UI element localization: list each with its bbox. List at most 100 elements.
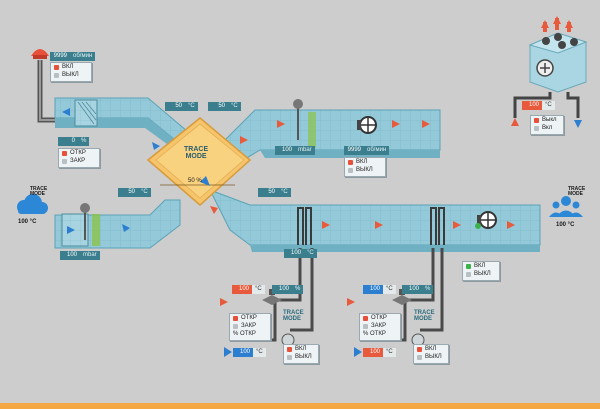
exhaust-fan-panel: ВКЛ ВЫКЛ	[50, 62, 92, 82]
damper-position-readout: 0 %	[58, 137, 90, 146]
exhaust-fan-on-button[interactable]: ВКЛ	[51, 63, 91, 71]
heater-supply-temp: 100 °C	[232, 285, 265, 294]
exhaust-speed-readout: 9999 об/мин	[50, 52, 96, 61]
status-indicator	[348, 167, 353, 173]
chiller-temp-unit: °C	[542, 101, 555, 110]
heater-coil	[297, 207, 312, 245]
cooler-pump-off-button[interactable]: ВЫКЛ	[414, 353, 448, 361]
exhaust-cap	[31, 49, 49, 56]
chiller-off-button[interactable]: Выкл	[531, 116, 563, 124]
exhaust-fan-off-button[interactable]: ВЫКЛ	[51, 71, 91, 79]
temp-value: 100	[290, 250, 301, 256]
logo-line1: TRACE	[283, 310, 304, 316]
heater-valve-open-button[interactable]: ОТКР	[230, 314, 270, 322]
status-indicator	[466, 271, 471, 277]
valve-value: 100	[278, 286, 289, 292]
heater-pump-panel: ВКЛ ВЫКЛ	[283, 344, 319, 364]
supply-fan-panel: ВКЛ ВЫКЛ	[462, 261, 500, 281]
cooler-pump-on-button[interactable]: ВКЛ	[414, 345, 448, 353]
chiller-unit	[528, 32, 588, 93]
outdoor-temperature: 100 °C	[18, 219, 37, 225]
recirc-fan-on-button[interactable]: ВКЛ	[345, 158, 385, 166]
efficiency-value: 50	[188, 178, 195, 184]
left-pressure-unit: mbar	[80, 251, 100, 260]
percent-open-label: % ОТКР	[233, 331, 256, 337]
logo-line2: MODE	[414, 316, 432, 322]
valve-unit: %	[422, 285, 434, 294]
cooler-valve-close-button[interactable]: ЗАКР	[360, 322, 400, 330]
logo-line1: TRACE	[414, 310, 435, 316]
percent-open-label: % ОТКР	[363, 331, 386, 337]
heater-valve-percent-row: % ОТКР	[230, 330, 270, 338]
damper-open-button[interactable]: ОТКР	[59, 149, 99, 157]
temp-value: 100	[232, 285, 252, 294]
chiller-temp-value: 100	[522, 101, 542, 110]
pressure-sensor-top	[293, 99, 303, 140]
off-label: Выкл	[542, 117, 557, 123]
top-pressure-value: 100	[281, 147, 292, 153]
off-label: ВЫКЛ	[425, 354, 442, 360]
on-label: ВКЛ	[474, 263, 486, 269]
chiller-on-button[interactable]: Вкл	[531, 124, 563, 132]
supply-fan-off-button[interactable]: ВЫКЛ	[463, 270, 499, 278]
supply-fan-on-button[interactable]: ВКЛ	[463, 262, 499, 270]
intake-filter	[92, 214, 100, 246]
recuperator-efficiency: 50 %	[188, 178, 202, 184]
damper-panel: ОТКР ЗАКР	[58, 148, 100, 168]
damper-position-unit: %	[78, 137, 90, 146]
cooler-logo: TRACE MODE	[414, 310, 435, 322]
on-label: ВКЛ	[425, 346, 437, 352]
temp-unit: °C	[383, 285, 396, 294]
open-label: ОТКР	[70, 150, 86, 156]
top-pressure-readout: 100 mbar	[275, 146, 315, 155]
heater-valve-close-button[interactable]: ЗАКР	[230, 322, 270, 330]
logo-line2: MODE	[30, 191, 45, 197]
status-indicator	[348, 159, 353, 165]
open-label: ОТКР	[371, 315, 387, 321]
on-label: Вкл	[542, 125, 553, 131]
efficiency-unit: %	[196, 178, 202, 184]
temp-value: 50	[128, 189, 135, 195]
temp-value: 100	[363, 348, 383, 357]
status-indicator	[54, 64, 59, 70]
cooler-coil	[430, 207, 445, 245]
logo-line1: TRACE	[568, 186, 586, 192]
status-indicator	[54, 72, 59, 78]
off-label: ВЫКЛ	[295, 354, 312, 360]
left-pressure-readout: 100 mbar	[60, 251, 100, 260]
room-people-icon	[549, 196, 583, 217]
pressure-sensor-left	[80, 203, 90, 240]
temp-unit: °C	[253, 348, 266, 357]
room-temperature: 100 °C	[556, 222, 575, 228]
outdoor-cloud-icon	[17, 194, 48, 214]
logo-line2: MODE	[185, 153, 207, 160]
close-label: ЗАКР	[371, 323, 387, 329]
damper-close-button[interactable]: ЗАКР	[59, 157, 99, 165]
chiller-pipes	[513, 92, 580, 118]
damper-position-value: 0	[71, 138, 75, 144]
temp-value: 100	[363, 285, 383, 294]
logo-line1: TRACE	[184, 146, 209, 153]
heater-pump-off-button[interactable]: ВЫКЛ	[284, 353, 318, 361]
supply-fan-icon	[475, 211, 497, 229]
heater-valve-panel: ОТКР ЗАКР % ОТКР	[229, 313, 271, 341]
cooler-valve-open-button[interactable]: ОТКР	[360, 314, 400, 322]
status-indicator	[233, 323, 238, 329]
on-label: ВКЛ	[295, 346, 307, 352]
cooler-valve-position: 100 %	[402, 285, 434, 294]
heater-pump-on-button[interactable]: ВКЛ	[284, 345, 318, 353]
bottom-bar	[0, 403, 600, 409]
logo-line2: MODE	[283, 316, 301, 322]
recirc-fan-off-button[interactable]: ВЫКЛ	[345, 166, 385, 174]
status-indicator	[534, 125, 539, 131]
recirc-speed-value: 9999	[347, 147, 361, 153]
temp-value: 50	[268, 189, 275, 195]
upper-left-temp-readout: 50 °C	[165, 102, 198, 111]
upper-mid-temp-readout: 50 °C	[208, 102, 241, 111]
chiller-temp-readout: 100 °C	[522, 101, 555, 110]
exhaust-speed-value: 9999	[53, 53, 67, 59]
temp-unit: °C	[383, 348, 396, 357]
on-label: ВКЛ	[356, 159, 368, 165]
lower-mid-temp-readout: 50 °C	[258, 188, 291, 197]
